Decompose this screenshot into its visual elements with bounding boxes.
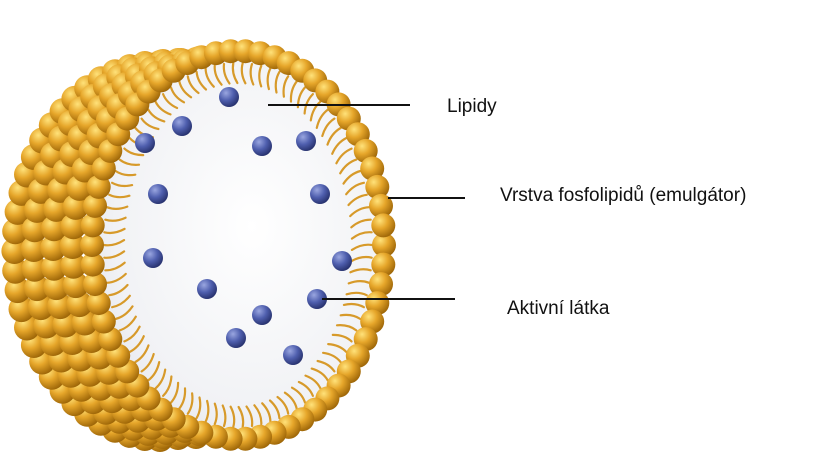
- active-particle: [252, 136, 272, 156]
- active-particle: [143, 248, 163, 268]
- active-particle: [148, 184, 168, 204]
- label-lipidy: Lipidy: [447, 97, 497, 116]
- active-particle: [172, 116, 192, 136]
- active-particle: [283, 345, 303, 365]
- active-particle: [197, 279, 217, 299]
- active-particle: [135, 133, 155, 153]
- active-particle: [226, 328, 246, 348]
- active-particle: [296, 131, 316, 151]
- active-particle: [332, 251, 352, 271]
- active-particle: [310, 184, 330, 204]
- active-particle: [219, 87, 239, 107]
- phospholipid-head: [371, 213, 395, 237]
- label-phospholipid-layer: Vrstva fosfolipidů (emulgátor): [500, 186, 746, 205]
- active-particle: [252, 305, 272, 325]
- label-active-substance: Aktivní látka: [507, 299, 609, 318]
